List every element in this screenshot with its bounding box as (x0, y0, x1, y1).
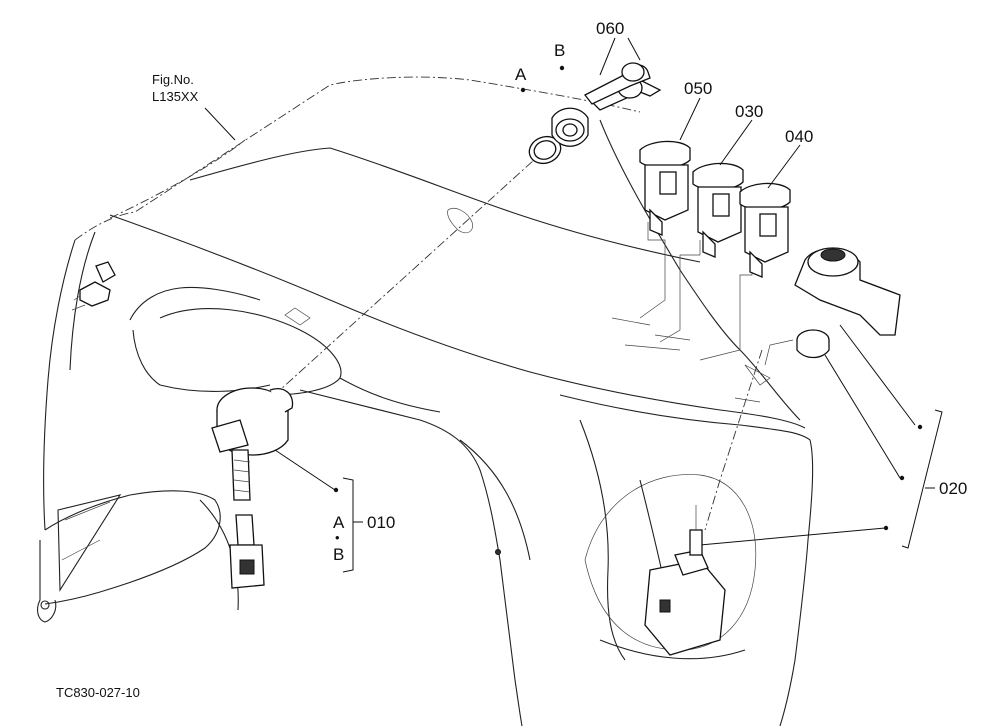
callout-010: 010 (367, 513, 395, 532)
callout-060: 060 (596, 19, 624, 38)
reference-dots (333, 65, 923, 531)
callout-bezel-b: B (554, 41, 565, 60)
throttle-nut (796, 329, 830, 359)
group-bracket-020 (901, 409, 943, 549)
callout-group-dot: • (335, 530, 340, 545)
callout-050: 050 (684, 79, 712, 98)
callout-group-a: A (333, 513, 345, 532)
rocker-switch-040 (739, 182, 791, 278)
throttle-knob (794, 247, 901, 336)
figure-ref-line1: Fig.No. (152, 72, 194, 87)
key (584, 62, 662, 111)
callout-group-b: B (333, 545, 344, 564)
assembly-lines (274, 149, 916, 546)
callout-bezel-a: A (515, 65, 527, 84)
bezel-ring-a (528, 135, 562, 165)
figure-ref-line2: L135XX (152, 89, 199, 104)
bezel-ring-b (551, 107, 589, 147)
rocker-switch-030 (692, 162, 744, 258)
ignition-switch (211, 387, 294, 589)
rocker-switch-050 (639, 140, 691, 236)
throttle-potentiometer (644, 505, 726, 656)
drawing-code: TC830-027-10 (56, 685, 140, 700)
callout-040: 040 (785, 127, 813, 146)
callout-030: 030 (735, 102, 763, 121)
side-switch-left (71, 261, 116, 311)
callout-020: 020 (939, 479, 967, 498)
group-bracket-010 (342, 477, 363, 573)
